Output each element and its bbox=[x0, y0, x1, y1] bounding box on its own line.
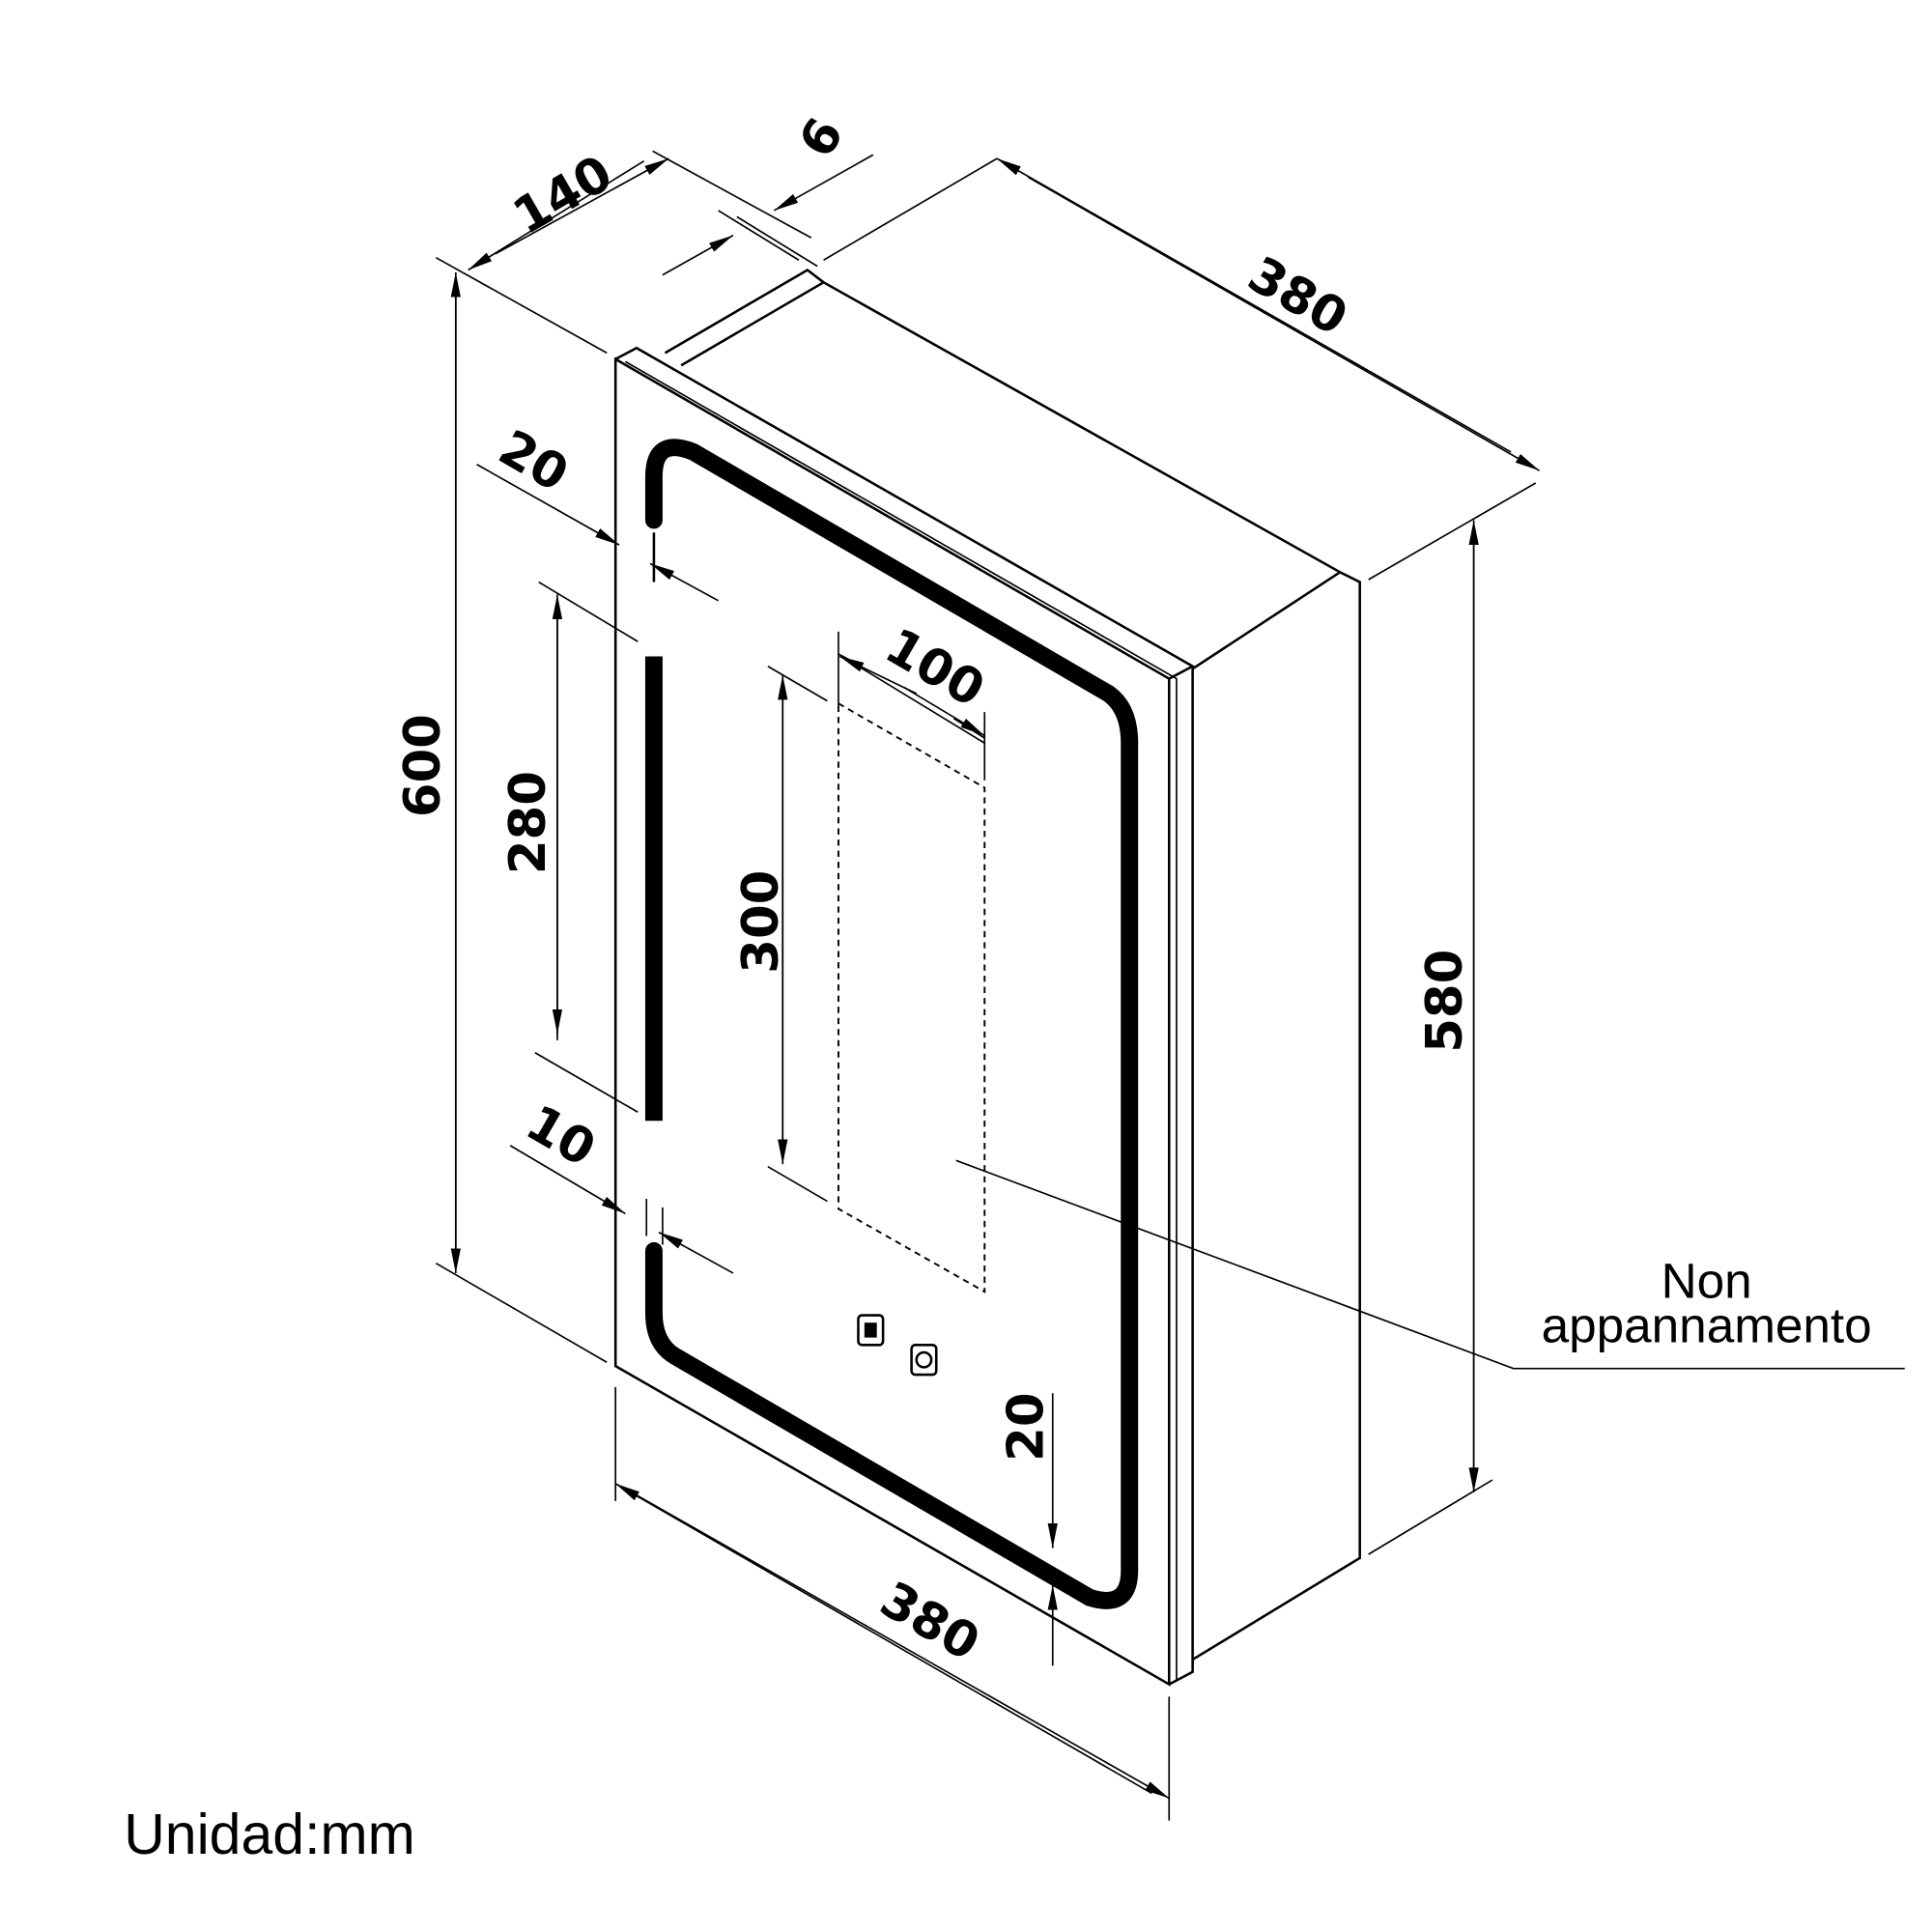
dim-defog-height: 300 bbox=[732, 870, 790, 974]
dim-height: 600 bbox=[394, 714, 452, 817]
dim-defog-width: 100 bbox=[875, 617, 994, 719]
dim-door-thickness: 6 bbox=[788, 108, 856, 167]
cabinet-body bbox=[613, 268, 1361, 1687]
dim-led-side-length: 280 bbox=[499, 771, 557, 874]
dim-led-bottom-gap: 20 bbox=[997, 1392, 1055, 1461]
dimension-lines bbox=[435, 150, 1905, 1821]
unit-label: Unidad:mm bbox=[124, 1804, 415, 1866]
callout-line1: Non bbox=[1662, 1254, 1752, 1309]
dim-led-gap: 10 bbox=[517, 1094, 606, 1179]
defog-touch-icon bbox=[910, 1344, 938, 1377]
defog-area bbox=[837, 701, 986, 1293]
dim-bottom-width: 380 bbox=[870, 1571, 989, 1672]
dim-led-top-gap: 20 bbox=[489, 419, 578, 504]
callout-line2: appannamento bbox=[1542, 1298, 1872, 1353]
dim-body-height: 580 bbox=[1416, 950, 1474, 1053]
light-touch-icon bbox=[857, 1314, 885, 1347]
led-strip bbox=[644, 439, 1139, 1609]
dim-depth: 140 bbox=[503, 144, 622, 245]
